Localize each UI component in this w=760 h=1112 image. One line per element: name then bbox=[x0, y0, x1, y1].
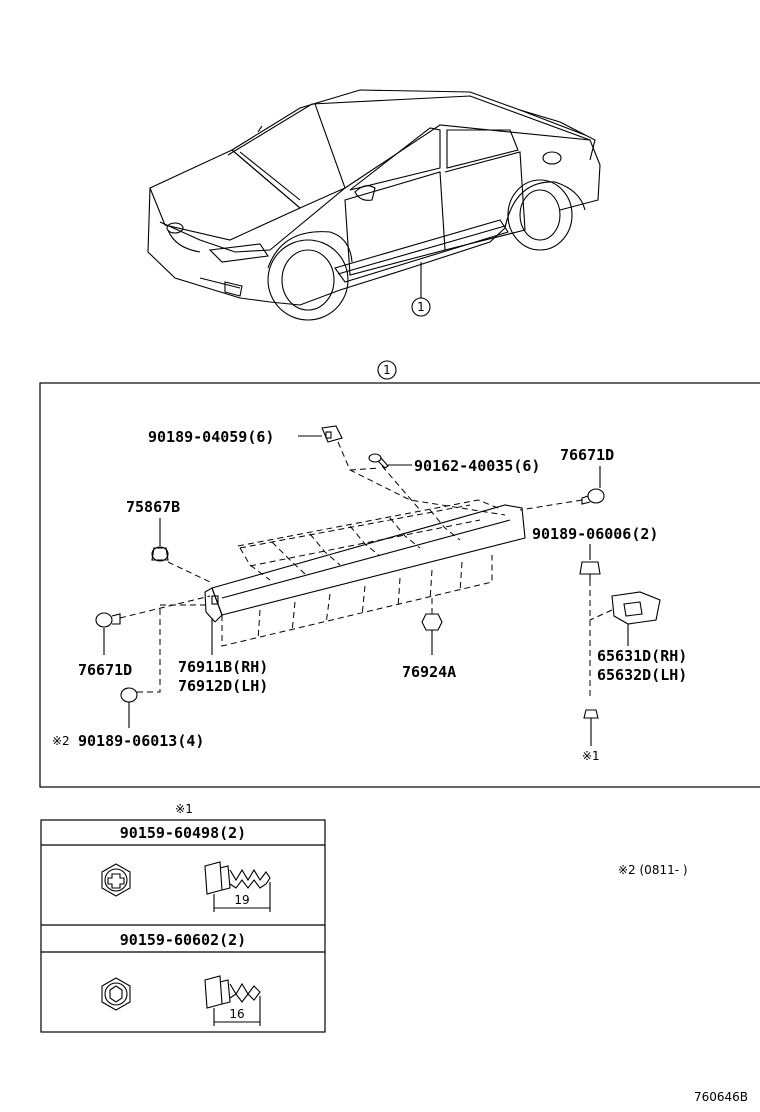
label-76924A: 76924A bbox=[402, 663, 456, 681]
label-76671D-top: 76671D bbox=[560, 446, 614, 464]
car-illustration bbox=[147, 89, 601, 321]
label-76912D: 76912D(LH) bbox=[178, 677, 268, 695]
clip-90189-04059-icon bbox=[321, 425, 343, 443]
callout-1-frame: 1 bbox=[377, 360, 397, 380]
callout-1-frame-text: 1 bbox=[383, 363, 391, 377]
label-65631D: 65631D(RH) bbox=[597, 647, 687, 665]
label-90189-04059: 90189-04059(6) bbox=[148, 428, 274, 446]
nut-76924A-icon bbox=[421, 613, 443, 631]
label-65632D: 65632D(LH) bbox=[597, 666, 687, 684]
rocker-panel bbox=[204, 499, 526, 647]
callout-1-car: 1 bbox=[411, 297, 431, 317]
length-19: 19 bbox=[234, 893, 249, 907]
screw-head-phillips-icon bbox=[101, 863, 131, 897]
note2-mark-label: ※2 bbox=[52, 734, 70, 748]
clip-76671D-left-icon bbox=[95, 612, 121, 628]
screw-side-19-icon bbox=[204, 861, 271, 912]
parts-frame bbox=[39, 382, 760, 788]
drawing-code: 760646B bbox=[694, 1090, 748, 1104]
callout-1-car-text: 1 bbox=[417, 300, 425, 314]
screw-head-hex-icon bbox=[101, 977, 131, 1011]
label-90189-06006: 90189-06006(2) bbox=[532, 525, 658, 543]
label-90189-06013: 90189-06013(4) bbox=[78, 732, 204, 750]
label-75867B: 75867B bbox=[126, 498, 180, 516]
bracket-65631D-icon bbox=[611, 591, 661, 625]
table-header-mark: ※1 bbox=[175, 802, 193, 816]
label-90162-40035: 90162-40035(6) bbox=[414, 457, 540, 475]
clip-90189-06013-icon bbox=[120, 687, 138, 708]
clip-76671D-top-icon bbox=[581, 488, 605, 505]
note1-mark-label: ※1 bbox=[582, 749, 600, 763]
screw-side-16-icon bbox=[204, 975, 261, 1026]
clip-75867B-icon bbox=[151, 546, 169, 562]
table-row-2-part: 90159-60602(2) bbox=[120, 931, 246, 949]
note2-text: ※2 (0811- ) bbox=[618, 863, 688, 877]
label-76671D-left: 76671D bbox=[78, 661, 132, 679]
clip-90189-06006-icon bbox=[579, 561, 601, 580]
length-16: 16 bbox=[229, 1007, 244, 1021]
bolt-note1-icon bbox=[583, 709, 599, 732]
screw-90162-40035-icon bbox=[368, 453, 389, 469]
label-76911B: 76911B(RH) bbox=[178, 658, 268, 676]
fastener-table bbox=[40, 819, 326, 1033]
table-row-1-part: 90159-60498(2) bbox=[120, 824, 246, 842]
